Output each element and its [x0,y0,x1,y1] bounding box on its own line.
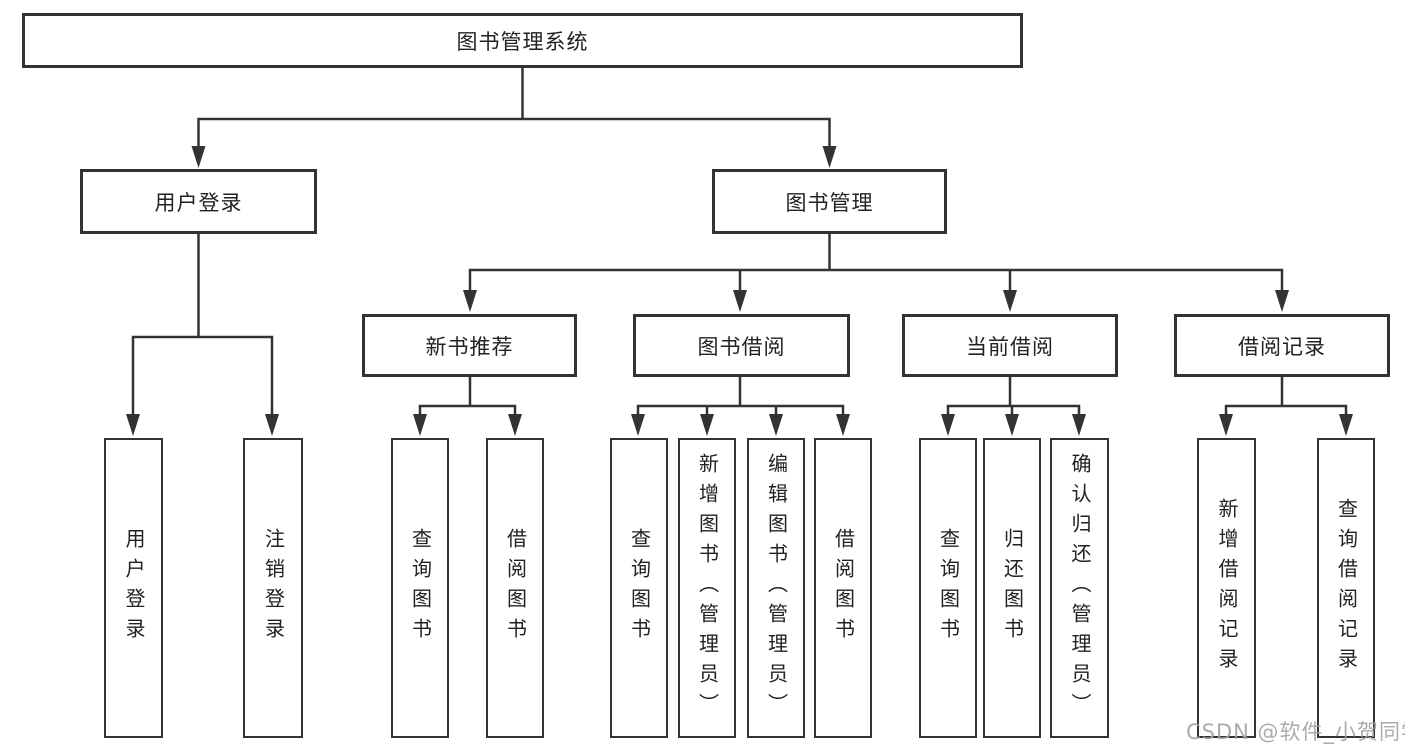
node-new-book-recommend: 新书推荐 [362,314,577,377]
node-borrow-records-label: 借阅记录 [1238,334,1326,359]
leaf-query-books-current: 查询图书 [919,438,977,738]
leaf-add-borrow-record-label: 新增借阅记录 [1215,498,1239,678]
leaf-logout: 注销登录 [243,438,303,738]
leaf-borrow-books-label: 借阅图书 [831,528,856,648]
leaf-confirm-return-admin-label: 确认归还（管理员） [1068,453,1092,723]
node-root: 图书管理系统 [22,13,1023,68]
leaf-borrow-books-recommend-label: 借阅图书 [503,528,528,648]
leaf-query-books-recommend-label: 查询图书 [408,528,433,648]
node-current-borrow-label: 当前借阅 [966,334,1054,359]
node-root-label: 图书管理系统 [456,29,589,54]
leaf-user-login-label: 用户登录 [122,528,146,648]
leaf-return-book-label: 归还图书 [1000,528,1025,648]
leaf-edit-book-admin-label: 编辑图书（管理员） [764,453,789,723]
leaf-borrow-books: 借阅图书 [814,438,872,738]
leaf-edit-book-admin: 编辑图书（管理员） [747,438,805,738]
leaf-query-books-borrow: 查询图书 [610,438,668,738]
leaf-query-books-borrow-label: 查询图书 [627,528,652,648]
leaf-add-book-admin-label: 新增图书（管理员） [695,453,720,723]
leaf-logout-label: 注销登录 [261,528,286,648]
node-book-mgmt: 图书管理 [712,169,947,234]
leaf-query-books-recommend: 查询图书 [391,438,449,738]
leaf-query-books-current-label: 查询图书 [936,528,961,648]
csdn-watermark: CSDN @软件_小贺同学 [1186,720,1405,744]
leaf-query-borrow-record: 查询借阅记录 [1317,438,1375,738]
node-user-login: 用户登录 [80,169,317,234]
node-borrow-records: 借阅记录 [1174,314,1390,377]
leaf-add-borrow-record: 新增借阅记录 [1197,438,1256,738]
node-book-mgmt-label: 图书管理 [785,190,874,215]
leaf-user-login: 用户登录 [104,438,163,738]
leaf-borrow-books-recommend: 借阅图书 [486,438,544,738]
node-new-book-recommend-label: 新书推荐 [425,334,514,359]
node-book-borrow-label: 图书借阅 [697,334,786,359]
node-book-borrow: 图书借阅 [633,314,850,377]
leaf-return-book: 归还图书 [983,438,1041,738]
node-current-borrow: 当前借阅 [902,314,1118,377]
node-user-login-label: 用户登录 [154,190,243,215]
leaf-confirm-return-admin: 确认归还（管理员） [1050,438,1109,738]
leaf-add-book-admin: 新增图书（管理员） [678,438,736,738]
leaf-query-borrow-record-label: 查询借阅记录 [1334,498,1359,678]
